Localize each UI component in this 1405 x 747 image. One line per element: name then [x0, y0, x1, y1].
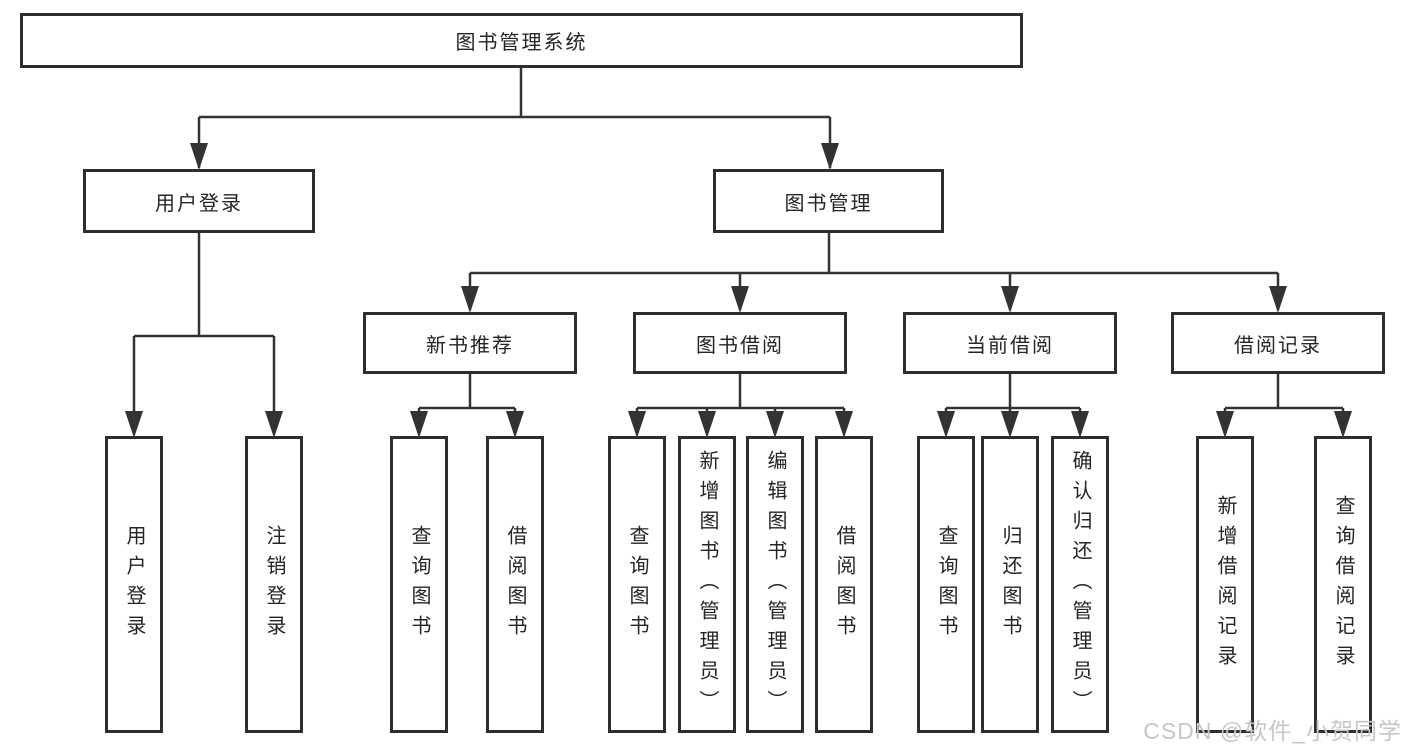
arrow-down-icon — [937, 411, 955, 438]
node-leaf-query-borrow-record: 查询借阅记录 — [1314, 436, 1372, 733]
node-label: 当前借阅 — [966, 334, 1054, 357]
node-current-borrowing: 当前借阅 — [903, 312, 1117, 374]
node-leaf-query-books-3: 查询图书 — [917, 436, 975, 733]
node-user-login: 用户登录 — [83, 169, 315, 233]
arrow-down-icon — [1269, 286, 1287, 313]
node-label: 查询图书 — [408, 524, 430, 645]
node-label: 图书借阅 — [696, 334, 784, 357]
arrow-down-icon — [265, 411, 283, 438]
watermark: CSDN @软件_小贺同学 — [1143, 718, 1402, 744]
arrow-down-icon — [410, 411, 428, 438]
connector-root-to-level2 — [190, 68, 839, 170]
node-new-book-recommend: 新书推荐 — [363, 312, 577, 374]
node-leaf-confirm-return-admin: 确认归还（管理员） — [1051, 436, 1109, 733]
arrow-down-icon — [506, 411, 524, 438]
connector-book-mgmt-to-level3 — [461, 233, 1287, 313]
node-label: 新增图书（管理员） — [696, 449, 718, 720]
node-leaf-query-books-1: 查询图书 — [390, 436, 448, 733]
node-label: 用户登录 — [155, 192, 243, 215]
node-label: 借阅记录 — [1234, 334, 1322, 357]
arrow-down-icon — [731, 286, 749, 313]
node-label: 新增借阅记录 — [1214, 494, 1236, 675]
node-leaf-edit-books-admin: 编辑图书（管理员） — [746, 436, 804, 733]
node-label: 借阅图书 — [504, 524, 526, 645]
node-book-borrowing: 图书借阅 — [633, 312, 847, 374]
node-leaf-borrow-books-2: 借阅图书 — [815, 436, 873, 733]
node-library-system: 图书管理系统 — [20, 13, 1023, 68]
arrow-down-icon — [1001, 286, 1019, 313]
node-leaf-user-login: 用户登录 — [105, 436, 163, 733]
arrow-down-icon — [1071, 411, 1089, 438]
arrow-down-icon — [190, 143, 208, 170]
node-leaf-return-books: 归还图书 — [981, 436, 1039, 733]
node-label: 查询借阅记录 — [1332, 494, 1354, 675]
arrow-down-icon — [766, 411, 784, 438]
node-label: 查询图书 — [626, 524, 648, 645]
node-label: 归还图书 — [999, 524, 1021, 645]
node-label: 新书推荐 — [426, 334, 514, 357]
connector-current-to-leaves — [937, 374, 1089, 438]
node-leaf-borrow-books-1: 借阅图书 — [486, 436, 544, 733]
arrow-down-icon — [1334, 411, 1352, 438]
node-label: 借阅图书 — [833, 524, 855, 645]
node-borrow-records: 借阅记录 — [1171, 312, 1385, 374]
node-label: 注销登录 — [263, 524, 285, 645]
node-leaf-query-books-2: 查询图书 — [608, 436, 666, 733]
arrow-down-icon — [1216, 411, 1234, 438]
connector-user-login-to-leaves — [125, 233, 283, 438]
node-label: 用户登录 — [123, 524, 145, 645]
node-leaf-add-borrow-record: 新增借阅记录 — [1196, 436, 1254, 733]
connector-records-to-leaves — [1216, 374, 1352, 438]
arrow-down-icon — [835, 411, 853, 438]
node-leaf-add-books-admin: 新增图书（管理员） — [678, 436, 736, 733]
node-leaf-logout: 注销登录 — [245, 436, 303, 733]
arrow-down-icon — [461, 286, 479, 313]
arrow-down-icon — [821, 143, 839, 170]
arrow-down-icon — [125, 411, 143, 438]
node-book-management: 图书管理 — [713, 169, 944, 233]
arrow-down-icon — [1001, 411, 1019, 438]
node-label: 图书管理系统 — [455, 32, 588, 54]
arrow-down-icon — [628, 411, 646, 438]
connector-new-book-to-leaves — [410, 374, 524, 438]
node-label: 编辑图书（管理员） — [764, 449, 786, 720]
node-label: 图书管理 — [784, 192, 873, 215]
node-label: 确认归还（管理员） — [1069, 449, 1091, 720]
node-label: 查询图书 — [935, 524, 957, 645]
connector-borrow-to-leaves — [628, 374, 853, 438]
arrow-down-icon — [698, 411, 716, 438]
